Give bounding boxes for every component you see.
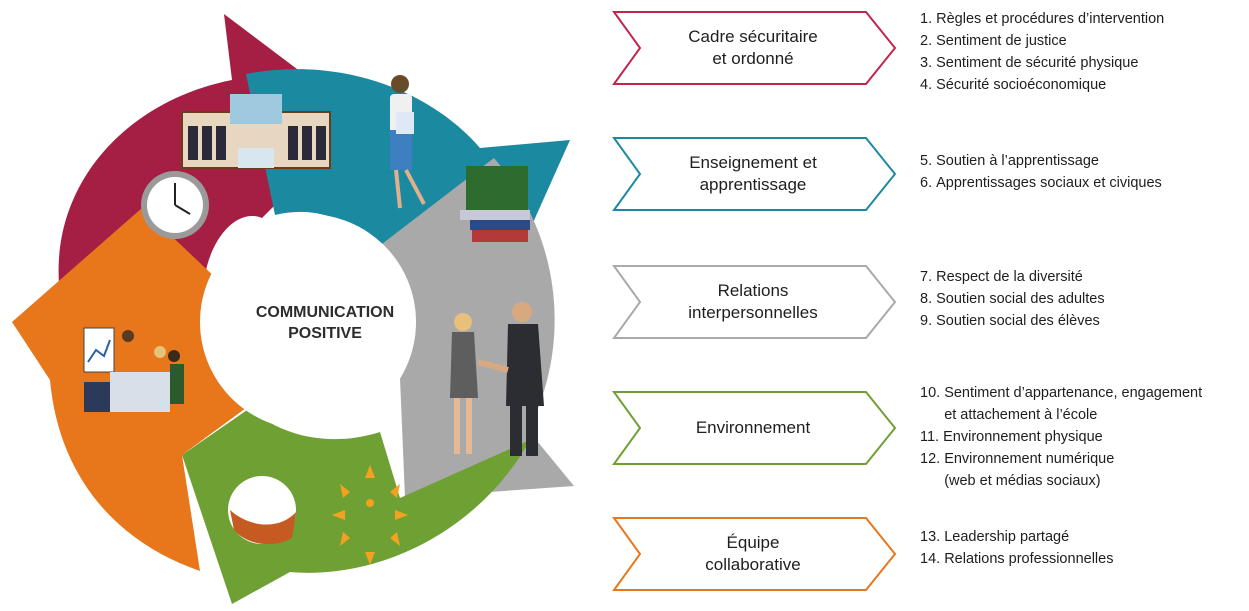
list-item: 6. Apprentissages sociaux et civiques bbox=[920, 172, 1249, 194]
category-label-line: interpersonnelles bbox=[688, 303, 818, 322]
list-item: 7. Respect de la diversité bbox=[920, 266, 1249, 288]
item-number: 1. bbox=[920, 11, 937, 27]
center-title-line-1: COMMUNICATION bbox=[255, 304, 395, 321]
category-label-line: Relations bbox=[717, 281, 789, 300]
meeting-table-icon bbox=[83, 327, 184, 412]
category-label-line: apprentissage bbox=[699, 175, 807, 194]
list-item: 10. Sentiment d’appartenance, engagement bbox=[920, 382, 1249, 404]
category-items-4: 10. Sentiment d’appartenance, engagement… bbox=[920, 382, 1249, 492]
center-title: COMMUNICATION POSITIVE bbox=[225, 302, 425, 344]
category-label: Enseignement et apprentissage bbox=[634, 136, 872, 212]
sun-burst-icon bbox=[332, 465, 408, 565]
chevron-shape bbox=[612, 391, 897, 465]
category-label-line: collaborative bbox=[705, 555, 801, 574]
item-text: Relations professionnelles bbox=[944, 551, 1114, 567]
item-number: 2. bbox=[920, 33, 937, 49]
list-item: 9. Soutien social des élèves bbox=[920, 310, 1249, 332]
category-label-line: Cadre sécuritaire bbox=[688, 27, 818, 46]
item-text: Sécurité socioéconomique bbox=[936, 77, 1107, 93]
item-number: 7. bbox=[920, 269, 937, 285]
category-label: Relations interpersonnelles bbox=[634, 264, 872, 340]
category-chevron-1: Cadre sécuritaire et ordonné bbox=[612, 10, 898, 86]
item-text: Soutien social des adultes bbox=[936, 291, 1105, 307]
segment-green bbox=[182, 408, 530, 604]
teacher-woman-icon bbox=[390, 75, 426, 209]
item-number: 10. bbox=[920, 385, 945, 401]
chevron-shape bbox=[612, 11, 897, 85]
category-chevron-2: Enseignement et apprentissage bbox=[612, 136, 898, 212]
item-text: Environnement numérique bbox=[944, 451, 1115, 467]
list-item: 10. et attachement à l’école bbox=[920, 404, 1249, 426]
basketball-icon bbox=[228, 476, 296, 545]
list-item: 3. Sentiment de sécurité physique bbox=[920, 52, 1249, 74]
list-item: 11. Environnement physique bbox=[920, 426, 1249, 448]
item-number: 11. bbox=[920, 429, 944, 445]
category-label-line: Enseignement et bbox=[689, 153, 817, 172]
center-hole bbox=[200, 214, 416, 430]
item-number: 8. bbox=[920, 291, 937, 307]
list-item: 12. (web et médias sociaux) bbox=[920, 470, 1249, 492]
center-title-line-2: POSITIVE bbox=[288, 325, 362, 342]
school-building-icon bbox=[181, 94, 331, 169]
item-text: Soutien social des élèves bbox=[936, 313, 1100, 329]
list-item: 12. Environnement numérique bbox=[920, 448, 1249, 470]
list-item: 1. Règles et procédures d’intervention bbox=[920, 8, 1249, 30]
chevron-shape bbox=[612, 265, 897, 339]
category-label: Cadre sécuritaire et ordonné bbox=[634, 10, 872, 86]
books-stack-icon bbox=[460, 166, 530, 242]
chevron-shape bbox=[612, 137, 897, 211]
item-text: Règles et procédures d’intervention bbox=[936, 11, 1165, 27]
item-text: Sentiment de sécurité physique bbox=[936, 55, 1139, 71]
segment-gray bbox=[378, 158, 574, 498]
item-text: Sentiment de justice bbox=[936, 33, 1067, 49]
category-label-line: Environnement bbox=[695, 418, 811, 437]
category-chevron-3: Relations interpersonnelles bbox=[612, 264, 898, 340]
list-item: 2. Sentiment de justice bbox=[920, 30, 1249, 52]
item-number: 6. bbox=[920, 175, 937, 191]
category-label: Équipe collaborative bbox=[634, 516, 872, 592]
list-item: 4. Sécurité socioéconomique bbox=[920, 74, 1249, 96]
cycle-diagram bbox=[12, 14, 574, 604]
item-text: Leadership partagé bbox=[944, 529, 1070, 545]
item-number: 4. bbox=[920, 77, 937, 93]
item-number: 13. bbox=[920, 529, 945, 545]
list-item: 8. Soutien social des adultes bbox=[920, 288, 1249, 310]
item-text: Soutien à l’apprentissage bbox=[936, 153, 1099, 169]
item-text: Sentiment d’appartenance, engagement bbox=[944, 385, 1203, 401]
clock-icon bbox=[141, 171, 209, 239]
item-number: 9. bbox=[920, 313, 937, 329]
item-text: Apprentissages sociaux et civiques bbox=[936, 175, 1162, 191]
chevron-shape bbox=[612, 517, 897, 591]
list-item: 14. Relations professionnelles bbox=[920, 548, 1249, 570]
item-number: 12. bbox=[920, 451, 945, 467]
category-chevron-4: Environnement bbox=[612, 390, 898, 466]
item-text: Environnement physique bbox=[943, 429, 1103, 445]
item-text: (web et médias sociaux) bbox=[944, 473, 1101, 489]
item-number: 3. bbox=[920, 55, 937, 71]
category-label-line: et ordonné bbox=[712, 49, 794, 68]
item-number: 14. bbox=[920, 551, 945, 567]
list-item: 5. Soutien à l’apprentissage bbox=[920, 150, 1249, 172]
category-label-line: Équipe bbox=[726, 533, 780, 552]
item-text: et attachement à l’école bbox=[944, 407, 1098, 423]
item-text: Respect de la diversité bbox=[936, 269, 1083, 285]
category-label: Environnement bbox=[634, 390, 872, 466]
handshake-people-icon bbox=[450, 302, 544, 456]
list-item: 13. Leadership partagé bbox=[920, 526, 1249, 548]
category-chevron-5: Équipe collaborative bbox=[612, 516, 898, 592]
item-number: 5. bbox=[920, 153, 937, 169]
